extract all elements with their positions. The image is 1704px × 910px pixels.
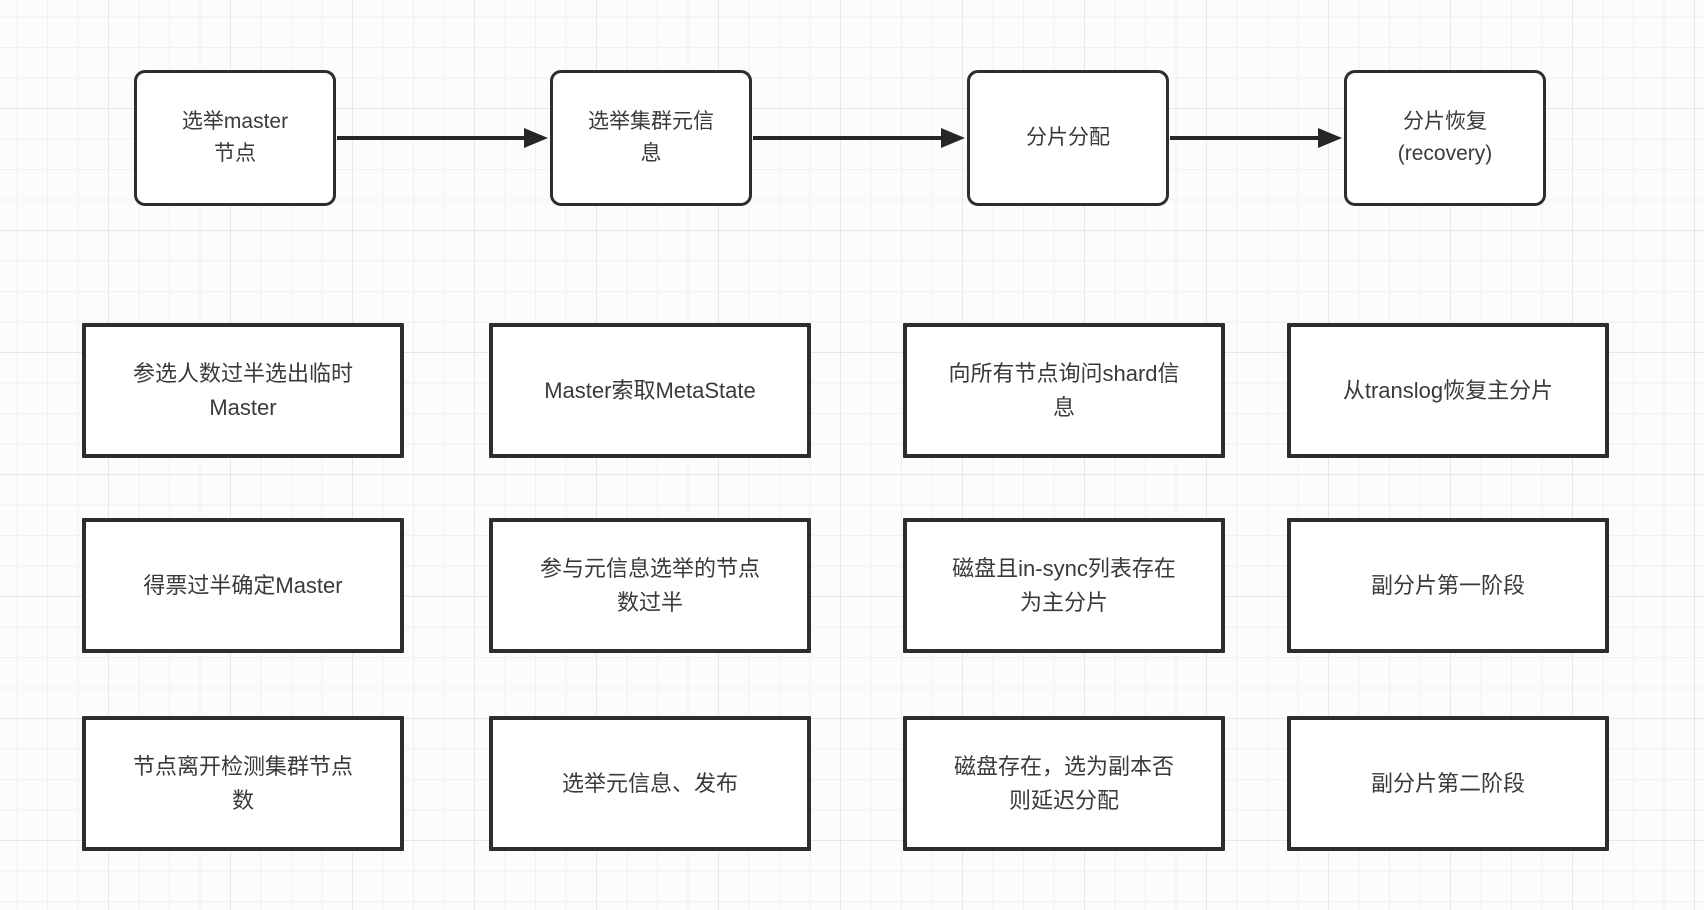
detail-node-label: 副分片第二阶段 <box>1370 770 1525 796</box>
detail-node-confirm-master[interactable]: 得票过半确定Master <box>82 518 404 653</box>
arrow-1-icon[interactable] <box>337 128 548 148</box>
detail-node-label: 参选人数过半选出临时 Master <box>132 360 353 420</box>
detail-node-label: Master索取MetaState <box>544 377 756 403</box>
detail-node-translog-restore[interactable]: 从translog恢复主分片 <box>1287 323 1609 458</box>
detail-node-metastate[interactable]: Master索取MetaState <box>489 323 811 458</box>
detail-node-label: 副分片第一阶段 <box>1370 572 1525 598</box>
detail-node-ask-shard-info[interactable]: 向所有节点询问shard信 息 <box>903 323 1225 458</box>
flow-node-label: 分片恢复 (recovery) <box>1397 110 1493 165</box>
detail-node-label: 得票过半确定Master <box>143 572 343 598</box>
detail-node-meta-quorum[interactable]: 参与元信息选举的节点 数过半 <box>489 518 811 653</box>
detail-node-elect-publish-meta[interactable]: 选举元信息、发布 <box>489 716 811 851</box>
detail-node-label: 磁盘存在，选为副本否 则延迟分配 <box>953 753 1174 813</box>
flow-node-shard-recovery[interactable]: 分片恢复 (recovery) <box>1344 70 1546 206</box>
detail-node-insync-primary[interactable]: 磁盘且in-sync列表存在 为主分片 <box>903 518 1225 653</box>
detail-node-label: 从translog恢复主分片 <box>1342 377 1554 403</box>
flow-node-elect-cluster-meta[interactable]: 选举集群元信 息 <box>550 70 752 206</box>
flow-node-label: 选举master 节点 <box>181 110 289 165</box>
arrow-3-icon[interactable] <box>1170 128 1342 148</box>
detail-node-label: 参与元信息选举的节点 数过半 <box>539 555 760 615</box>
detail-node-label: 向所有节点询问shard信 息 <box>948 360 1180 420</box>
detail-node-replica-delay-alloc[interactable]: 磁盘存在，选为副本否 则延迟分配 <box>903 716 1225 851</box>
detail-node-replica-phase1[interactable]: 副分片第一阶段 <box>1287 518 1609 653</box>
detail-node-label: 磁盘且in-sync列表存在 为主分片 <box>952 555 1176 615</box>
flow-node-label: 选举集群元信 息 <box>588 110 714 165</box>
flow-node-shard-allocation[interactable]: 分片分配 <box>967 70 1169 206</box>
detail-node-replica-phase2[interactable]: 副分片第二阶段 <box>1287 716 1609 851</box>
arrow-2-icon[interactable] <box>753 128 965 148</box>
flow-node-label: 分片分配 <box>1026 126 1110 149</box>
detail-node-label: 节点离开检测集群节点 数 <box>132 753 353 813</box>
detail-node-label: 选举元信息、发布 <box>561 770 738 796</box>
detail-node-temp-master[interactable]: 参选人数过半选出临时 Master <box>82 323 404 458</box>
detail-node-node-leave-check[interactable]: 节点离开检测集群节点 数 <box>82 716 404 851</box>
flow-node-elect-master[interactable]: 选举master 节点 <box>134 70 336 206</box>
